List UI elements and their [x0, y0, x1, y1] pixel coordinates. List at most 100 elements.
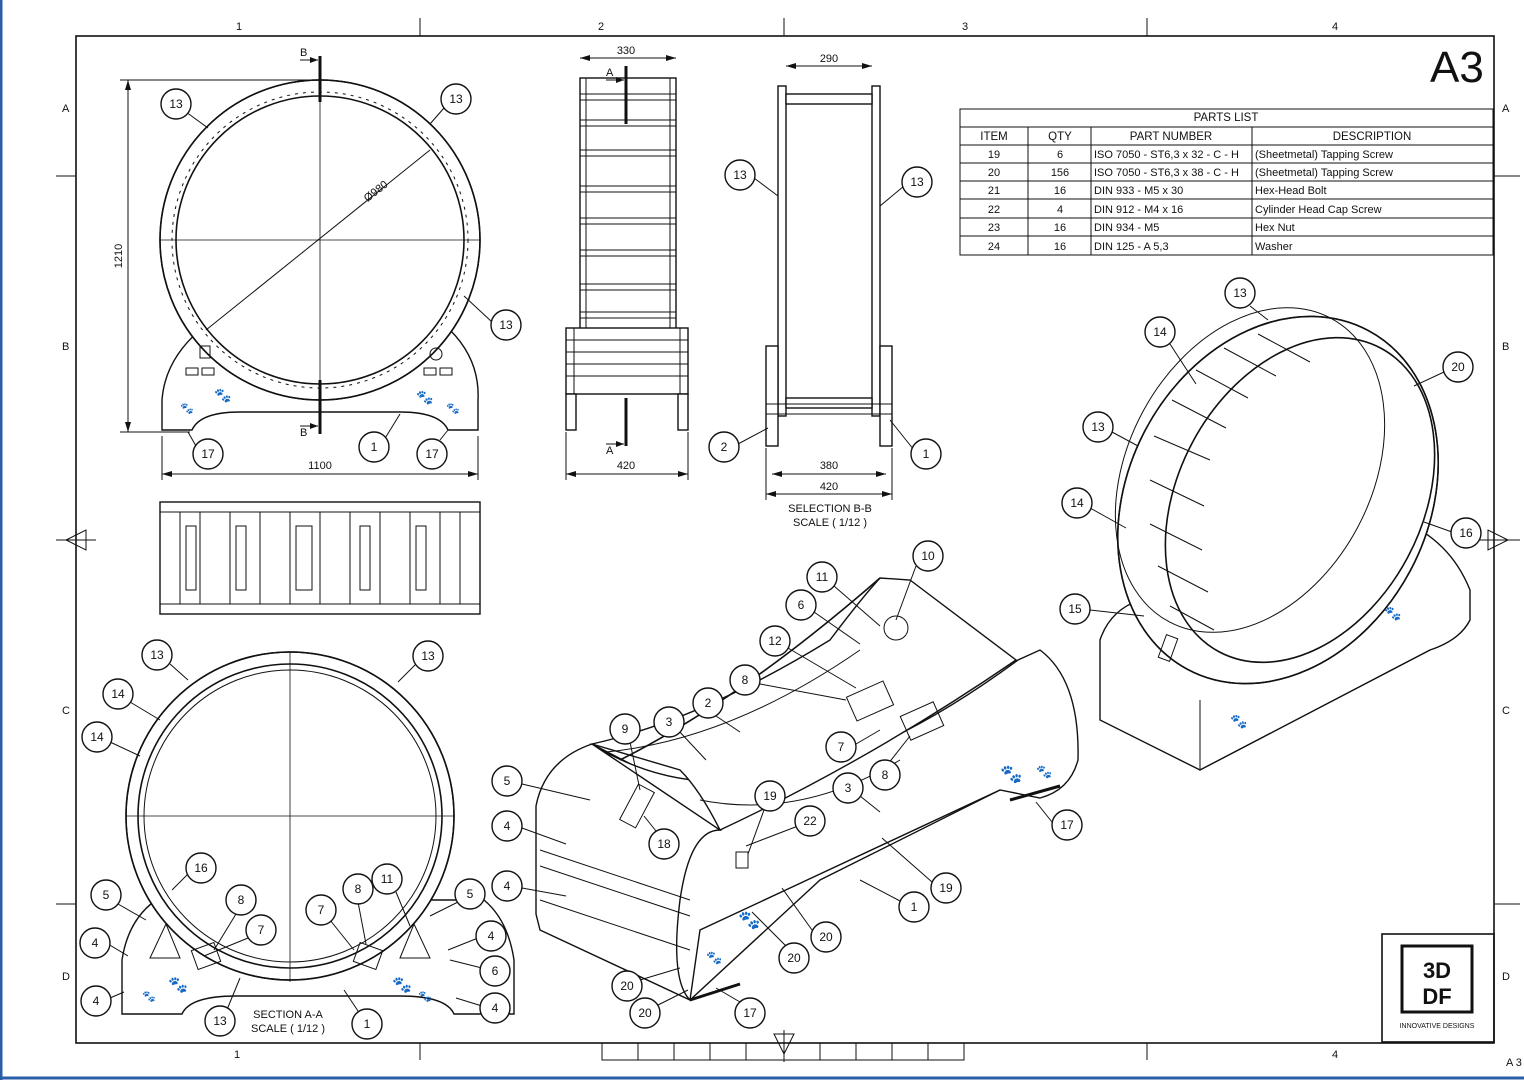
- svg-text:13: 13: [1091, 420, 1105, 434]
- svg-text:20: 20: [1451, 360, 1465, 374]
- svg-text:16: 16: [1054, 185, 1066, 197]
- svg-text:1: 1: [236, 21, 242, 33]
- centering-marks: [60, 529, 1520, 1062]
- section-bb-scale: SCALE ( 1/12 ): [793, 517, 867, 529]
- dimension-width: 1100: [308, 460, 332, 472]
- parts-list-row: 23 16 DIN 934 - M5 Hex Nut: [988, 222, 1295, 234]
- parts-list-row: 19 6 ISO 7050 - ST6,3 x 32 - C - H (Shee…: [988, 149, 1393, 161]
- svg-text:7: 7: [318, 903, 325, 917]
- svg-text:D: D: [62, 971, 70, 983]
- svg-text:4: 4: [92, 936, 99, 950]
- svg-text:5: 5: [504, 774, 511, 788]
- dimension-top-width: 330: [617, 45, 635, 57]
- svg-text:4: 4: [1057, 204, 1063, 216]
- parts-list-row: 22 4 DIN 912 - M4 x 16 Cylinder Head Cap…: [988, 204, 1382, 216]
- svg-text:2: 2: [721, 440, 728, 454]
- parts-list-row: 21 16 DIN 933 - M5 x 30 Hex-Head Bolt: [988, 185, 1327, 197]
- dimension-section-top: 290: [820, 53, 838, 65]
- svg-text:17: 17: [425, 447, 439, 461]
- zone-labels-side: A B C D A B C D: [62, 103, 1510, 983]
- svg-text:Washer: Washer: [1255, 241, 1293, 253]
- sheet-size-label: A3: [1430, 43, 1484, 92]
- svg-text:13: 13: [449, 92, 463, 106]
- svg-text:B: B: [62, 341, 69, 353]
- section-mark-a: A: [606, 445, 614, 457]
- parts-list-header-item: ITEM: [980, 131, 1007, 143]
- svg-text:DIN 912 - M4 x 16: DIN 912 - M4 x 16: [1094, 204, 1183, 216]
- svg-text:13: 13: [150, 648, 164, 662]
- section-bb-dimensions: 290 380 420 SELECTION B-B SCALE ( 1/12 ): [765, 53, 893, 529]
- sheet-size-corner: A 3: [1506, 1057, 1522, 1069]
- logo-caption: INNOVATIVE DESIGNS: [1400, 1023, 1475, 1030]
- side-view-slats: [565, 66, 689, 446]
- dimension-height: 1210: [113, 244, 125, 268]
- section-aa-view: 🐾 🐾 🐾 🐾: [121, 651, 515, 1015]
- svg-text:19: 19: [988, 149, 1000, 161]
- svg-text:13: 13: [169, 97, 183, 111]
- svg-text:14: 14: [90, 730, 104, 744]
- svg-text:19: 19: [763, 789, 777, 803]
- svg-text:13: 13: [421, 649, 435, 663]
- svg-text:15: 15: [1068, 602, 1082, 616]
- svg-text:A: A: [62, 103, 70, 115]
- parts-list-title: PARTS LIST: [1194, 112, 1259, 124]
- balloons-iso-base: 10 11 6 12 8 2 3 9 5 4 4 7 8 3 19 22 18 …: [491, 540, 1083, 1029]
- iso-base-view: 🐾 🐾 🐾 🐾: [535, 577, 1079, 1002]
- section-mark-b: B: [300, 47, 307, 59]
- scale-strip: [601, 1042, 965, 1061]
- parts-list-header-part: PART NUMBER: [1130, 131, 1212, 143]
- paw-icon: 🐾: [706, 950, 722, 965]
- svg-text:Cylinder Head Cap Screw: Cylinder Head Cap Screw: [1255, 204, 1382, 216]
- section-bb-title: SELECTION B-B: [788, 503, 872, 515]
- svg-text:22: 22: [988, 204, 1000, 216]
- logo-line-1: 3D: [1423, 958, 1451, 983]
- svg-text:1: 1: [923, 447, 930, 461]
- logo-line-2: DF: [1422, 984, 1451, 1009]
- svg-text:4: 4: [93, 994, 100, 1008]
- paw-icon: 🐾: [142, 991, 156, 1003]
- svg-text:3: 3: [962, 21, 968, 33]
- dimension-section-inner: 380: [820, 460, 838, 472]
- paw-icon: 🐾: [1230, 713, 1247, 730]
- svg-text:10: 10: [921, 549, 935, 563]
- svg-text:8: 8: [355, 882, 362, 896]
- svg-text:1: 1: [364, 1017, 371, 1031]
- paw-icon: 🐾: [1036, 764, 1052, 779]
- svg-text:Hex-Head Bolt: Hex-Head Bolt: [1255, 185, 1327, 197]
- svg-text:6: 6: [798, 598, 805, 612]
- balloons-section-aa: 13 13 14 14 16 5 5 8 8 7 7 11 4 4 6 4 4 …: [79, 639, 511, 1040]
- svg-text:23: 23: [988, 222, 1000, 234]
- iso-wheel-view: 🐾 🐾: [1099, 307, 1471, 771]
- svg-text:13: 13: [213, 1014, 227, 1028]
- svg-text:17: 17: [743, 1006, 757, 1020]
- section-aa-scale: SCALE ( 1/12 ): [251, 1023, 325, 1035]
- svg-text:20: 20: [787, 951, 801, 965]
- svg-text:21: 21: [988, 185, 1000, 197]
- svg-text:ISO 7050 - ST6,3 x 32 - C - H: ISO 7050 - ST6,3 x 32 - C - H: [1094, 149, 1239, 161]
- svg-text:18: 18: [657, 837, 671, 851]
- svg-text:(Sheetmetal) Tapping Screw: (Sheetmetal) Tapping Screw: [1255, 167, 1393, 179]
- plan-view: [159, 501, 481, 615]
- svg-text:13: 13: [733, 168, 747, 182]
- parts-list-row: 20 156 ISO 7050 - ST6,3 x 38 - C - H (Sh…: [988, 167, 1393, 179]
- svg-text:20: 20: [988, 167, 1000, 179]
- svg-text:2: 2: [705, 696, 712, 710]
- svg-text:8: 8: [238, 893, 245, 907]
- svg-text:14: 14: [1153, 325, 1167, 339]
- side-view-dimensions: 330 420 A A: [565, 45, 689, 480]
- svg-text:3: 3: [845, 781, 852, 795]
- section-mark-b: B: [300, 427, 307, 439]
- svg-text:14: 14: [1070, 496, 1084, 510]
- company-logo: 3D DF INNOVATIVE DESIGNS: [1381, 933, 1495, 1043]
- svg-text:7: 7: [258, 923, 265, 937]
- balloons-iso-wheel: 13 14 20 13 14 16 15: [1059, 277, 1482, 625]
- svg-text:24: 24: [988, 241, 1000, 253]
- svg-text:11: 11: [381, 872, 394, 886]
- svg-text:D: D: [1502, 971, 1510, 983]
- paw-icon: 🐾: [1384, 605, 1401, 622]
- zone-labels-top: 1 2 3 4 1 4: [234, 21, 1338, 1061]
- svg-text:13: 13: [1233, 286, 1247, 300]
- svg-text:DIN 933 - M5 x 30: DIN 933 - M5 x 30: [1094, 185, 1183, 197]
- paw-icon: 🐾: [168, 977, 188, 994]
- svg-text:4: 4: [488, 929, 495, 943]
